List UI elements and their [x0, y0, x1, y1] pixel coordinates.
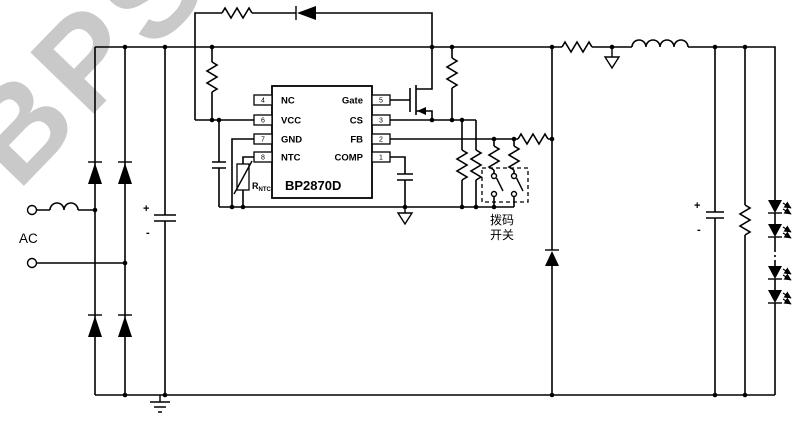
ic-pin-box-cs	[371, 114, 391, 126]
wiring	[36, 12, 776, 396]
output-inductor	[631, 39, 689, 48]
ic-pin-name-gnd: GND	[281, 135, 302, 146]
bulk-capacitor: + -	[143, 203, 176, 239]
ic-pin-name-fb: FB	[350, 135, 363, 146]
mosfet-source-arrow	[417, 107, 426, 115]
ic-pin-name-gate: Gate	[342, 96, 363, 107]
thermistor-label: RNTC	[252, 181, 271, 193]
ac-input: AC	[19, 202, 79, 269]
led-string	[768, 200, 792, 305]
ic-pin-num-gnd: 7	[261, 137, 265, 144]
dip-switch-outline	[481, 167, 529, 203]
fb-resistor	[517, 132, 549, 146]
dip-switch-module: 拨码 开关	[481, 145, 529, 242]
ac-label: AC	[19, 231, 38, 246]
rectifier-diode-icon	[88, 163, 102, 184]
dip-switch-2-contact-bottom	[510, 190, 518, 198]
led-light-arrow	[782, 267, 792, 275]
earth-ground-icon	[150, 395, 170, 413]
ac-terminal-neutral-icon	[26, 257, 38, 269]
dip-switch-2-lever	[515, 177, 524, 192]
ic-pin-name-vcc: VCC	[281, 116, 301, 127]
ic-name-label: BP2870D	[285, 178, 341, 193]
dip-switch-label-line2: 开关	[490, 228, 514, 242]
freewheel-diode	[545, 249, 559, 266]
rectifier-diode-icon	[118, 316, 132, 337]
ic-pin-box-comp	[371, 151, 391, 163]
ic-pin-name-cs: CS	[350, 116, 363, 127]
ic-pin-num-comp: 1	[379, 155, 383, 162]
ic-pin-num-gate: 5	[379, 98, 383, 105]
ic-pin-box-gnd	[253, 133, 273, 145]
ic-pin-num-nc: 4	[261, 98, 265, 105]
filter-resistor	[561, 40, 593, 54]
ic-pin-box-nc	[253, 94, 273, 106]
startup-resistor	[205, 61, 219, 93]
dip-switch-label-line1: 拨码	[490, 213, 514, 227]
ic-pin-num-fb: 2	[379, 137, 383, 144]
ntc-thermistor: RNTC	[233, 160, 271, 195]
led-icon	[768, 200, 792, 215]
thermistor-label-r: R	[252, 181, 259, 191]
output-capacitor: + -	[694, 200, 724, 236]
aux-diode-icon	[297, 6, 316, 20]
ic-pin-name-comp: COMP	[335, 153, 364, 164]
led-icon	[768, 290, 792, 305]
vcc-capacitor	[212, 161, 226, 169]
led-light-arrow	[782, 207, 792, 215]
led-light-arrow	[782, 225, 792, 233]
led-icon	[768, 266, 792, 281]
cs-sense-resistor-1	[455, 149, 469, 181]
ic-pin-box-fb	[371, 133, 391, 145]
dip-switch-2-contact-top	[510, 172, 518, 180]
led-icon	[768, 224, 792, 239]
bulk-cap-minus-label: -	[146, 227, 150, 239]
ic-pin-box-gate	[371, 94, 391, 106]
led-light-arrow	[782, 273, 792, 281]
bulk-cap-plus-label: +	[143, 203, 149, 215]
dip-switch-1-lever	[495, 177, 504, 192]
ic-pin-box-ntc	[253, 151, 273, 163]
led-light-arrow	[782, 231, 792, 239]
rectifier-diode-icon	[88, 316, 102, 337]
ic-pin-name-nc: NC	[281, 96, 295, 107]
output-cap-minus-label: -	[697, 224, 701, 236]
output-cap-plus-label: +	[694, 200, 700, 212]
led-light-arrow	[782, 201, 792, 209]
ic-pin-num-cs: 3	[379, 118, 383, 125]
ic-pin-num-ntc: 8	[261, 155, 265, 162]
ac-terminal-live-icon	[26, 204, 38, 216]
led-light-arrow	[782, 291, 792, 299]
led-light-arrow	[782, 297, 792, 305]
junction-dots	[92, 44, 748, 398]
bleeder-resistor	[738, 204, 752, 236]
ic-body	[271, 85, 373, 199]
ic-pin-box-vcc	[253, 114, 273, 126]
ic-bp2870d: 4 6 7 8 5 3 2 1 NC VCC GND NTC Gate CS F…	[253, 85, 391, 199]
ic-pin-name-ntc: NTC	[281, 153, 301, 164]
drain-resistor	[445, 57, 459, 89]
dip-switch-1-contact-bottom	[490, 190, 498, 198]
ic-pin-num-vcc: 6	[261, 118, 265, 125]
thermistor-label-sub: NTC	[259, 187, 272, 193]
input-fuse-icon	[49, 202, 79, 211]
aux-supply-branch	[221, 6, 316, 20]
cs-sense-resistor-2	[469, 149, 483, 181]
dip-branch-resistor-2	[507, 145, 521, 171]
bridge-rectifier	[88, 161, 132, 337]
dip-switch-1-contact-top	[490, 172, 498, 180]
aux-resistor	[221, 6, 253, 20]
comp-capacitor	[397, 173, 413, 181]
rectifier-diode-icon	[118, 163, 132, 184]
mosfet	[409, 47, 433, 120]
